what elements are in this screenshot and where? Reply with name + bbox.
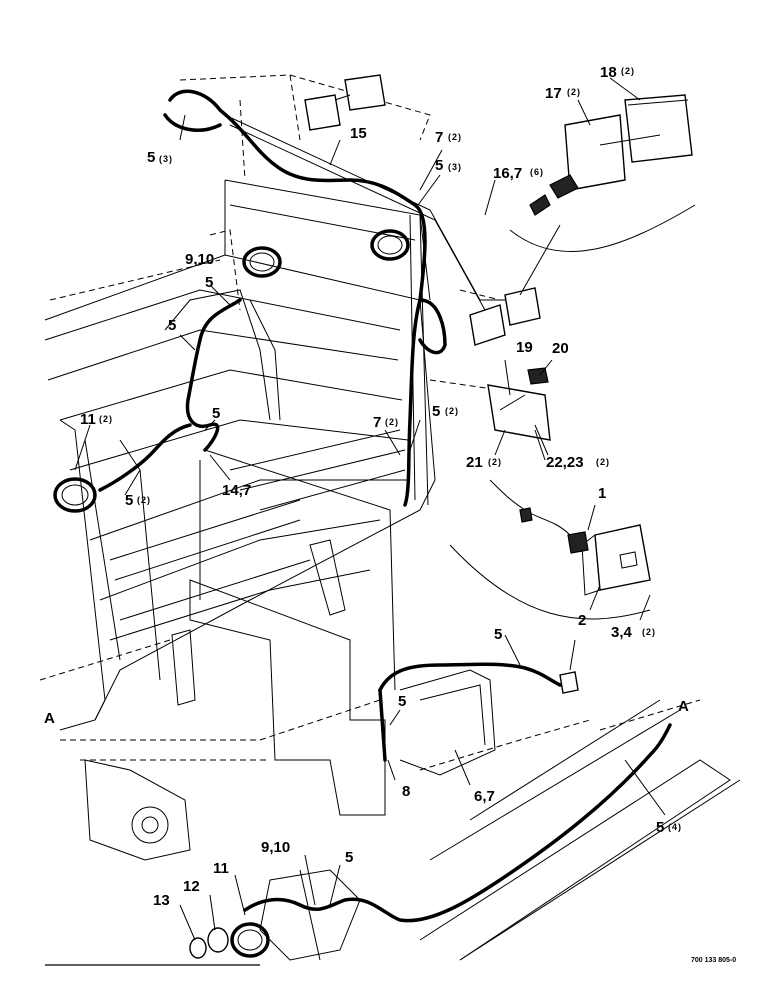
label-3-4: 3,4 (611, 624, 633, 641)
label-9-10-a: 9,10 (185, 251, 214, 268)
control-box-1-2 (449, 479, 651, 620)
label-6-7: 6,7 (474, 788, 495, 805)
callout-labels: 18 (2) 17 (2) 15 5 (3) 7 (2) 5 (3) 16,7 … (44, 64, 689, 909)
label-5-c: 5 (205, 274, 213, 291)
label-5-f-qty: (2) (445, 406, 459, 416)
label-21-qty: (2) (488, 457, 502, 467)
bottom-parts-12-13 (189, 927, 229, 959)
leader-lines (74, 77, 666, 941)
lamp-right (469, 287, 541, 346)
label-11-b: 11 (213, 860, 229, 877)
lamp-detail-17-18 (509, 94, 696, 252)
label-5-g-qty: (2) (137, 495, 151, 505)
label-5-f: 5 (432, 403, 440, 420)
label-8: 8 (402, 783, 410, 800)
label-5-b-qty: (3) (448, 162, 462, 172)
label-5-g: 5 (125, 492, 133, 509)
label-21: 21 (466, 454, 483, 471)
label-7-a: 7 (435, 129, 443, 146)
label-20: 20 (552, 340, 569, 357)
label-7-a-qty: (2) (448, 132, 462, 142)
label-5-d: 5 (168, 317, 176, 334)
label-9-10-b: 9,10 (261, 839, 290, 856)
label-5-b: 5 (435, 157, 443, 174)
label-15: 15 (350, 125, 367, 142)
label-7-b: 7 (373, 414, 381, 431)
routing-outline (189, 449, 396, 816)
label-5-h: 5 (494, 626, 502, 643)
label-12: 12 (183, 878, 200, 895)
label-11-a-qty: (2) (99, 414, 113, 424)
label-22-23-qty: (2) (596, 457, 610, 467)
connector-lower-right (559, 671, 579, 694)
label-5-j: 5 (656, 819, 664, 836)
label-22-23: 22,23 (546, 454, 584, 471)
lamp-top-left (304, 74, 386, 131)
drawing-code: 700 133 805-0 (691, 957, 736, 964)
label-5-a: 5 (147, 149, 155, 166)
label-2: 2 (578, 612, 586, 629)
wiring-harness (98, 89, 672, 923)
label-11-a: 11 (80, 411, 96, 428)
bracket-19-20 (487, 367, 551, 456)
label-5-a-qty: (3) (159, 154, 173, 164)
label-5-e: 5 (212, 405, 220, 422)
label-5-i: 5 (398, 693, 406, 710)
label-18-qty: (2) (621, 66, 635, 76)
label-5-j-qty: (4) (668, 822, 682, 832)
label-1: 1 (598, 485, 606, 502)
label-16-7: 16,7 (493, 165, 522, 182)
label-7-b-qty: (2) (385, 417, 399, 427)
label-19: 19 (516, 339, 533, 356)
label-18: 18 (600, 64, 617, 81)
label-3-4-qty: (2) (642, 627, 656, 637)
label-17: 17 (545, 85, 562, 102)
coiled-wires (53, 229, 410, 958)
label-16-7-qty: (6) (530, 167, 544, 177)
label-a-right: A (678, 698, 689, 715)
label-14-7: 14,7 (222, 482, 251, 499)
label-5-k: 5 (345, 849, 353, 866)
label-13: 13 (153, 892, 170, 909)
label-a-left: A (44, 710, 55, 727)
label-17-qty: (2) (567, 87, 581, 97)
